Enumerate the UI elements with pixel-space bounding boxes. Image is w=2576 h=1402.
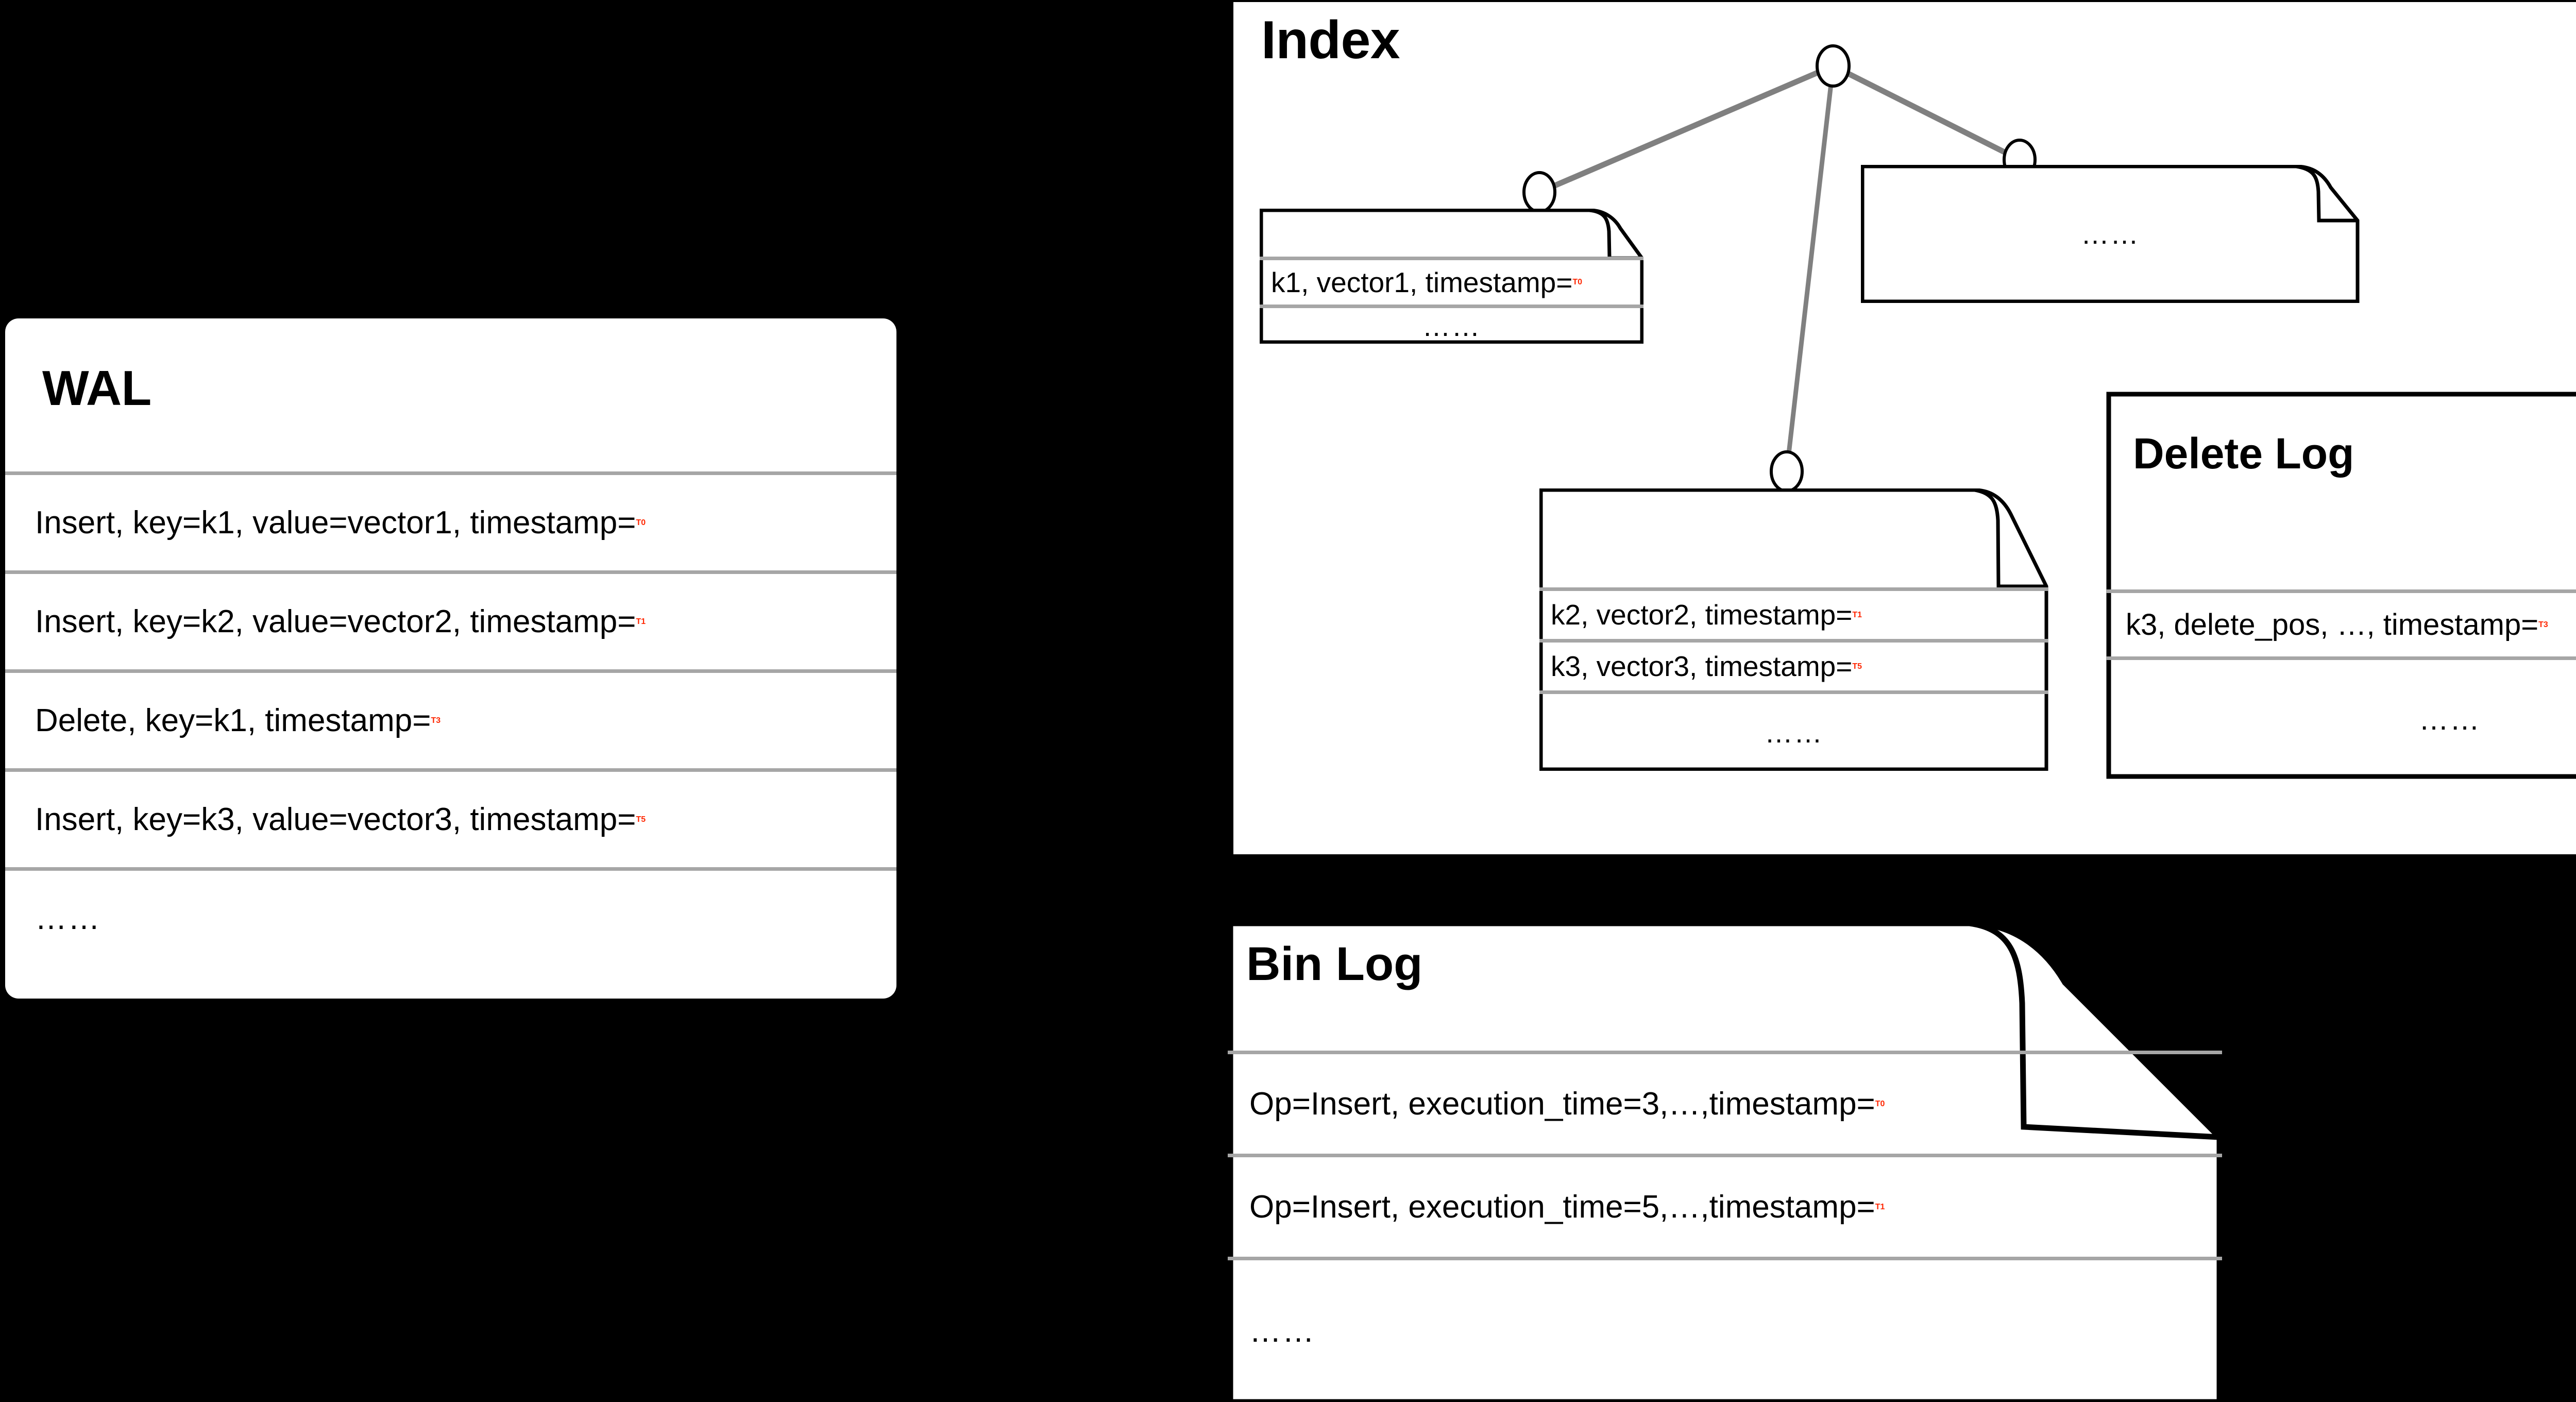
tree-edge-root-left: [1538, 63, 1835, 195]
leaf-k2-row-text: k2, vector2, timestamp=: [1551, 599, 1853, 631]
folded-page-icon: [1861, 165, 2360, 303]
wal-row-list: Insert, key=k1, value=vector1, timestamp…: [5, 471, 896, 966]
tree-node-left: [1522, 171, 1556, 213]
leaf-k1-row-text: k1, vector1, timestamp=: [1271, 266, 1573, 298]
wal-row-text: Insert, key=k1, value=vector1, timestamp…: [35, 504, 636, 540]
leaf-k1-row-timestamp: T0: [1572, 278, 1583, 286]
bin-log-row-timestamp: T1: [1875, 1202, 1885, 1211]
wal-row-timestamp: T1: [636, 617, 646, 626]
leaf-k3-row-timestamp: T5: [1852, 662, 1862, 671]
leaf-k1-row-ellipsis: ……: [1260, 305, 1643, 344]
folded-page-icon: [2106, 392, 2576, 779]
delete-log-row-text: k3, delete_pos, …, timestamp=: [2126, 607, 2539, 641]
bin-log-title: Bin Log: [1246, 938, 1423, 990]
wal-row-text: Insert, key=k3, value=vector3, timestamp…: [35, 801, 636, 837]
delete-log-title: Delete Log: [2133, 429, 2354, 478]
leaf-k2k3-ellipsis-text: ……: [1765, 716, 1823, 749]
bin-log-card: Bin Log Op=Insert, execution_time=3,…,ti…: [1228, 921, 2222, 1402]
bin-log-row: Op=Insert, execution_time=5,…,timestamp=…: [1228, 1154, 2222, 1257]
wal-row-text: Delete, key=k1, timestamp=: [35, 702, 431, 738]
index-leaf-k2k3-card: k2, vector2, timestamp=T1 k3, vector3, t…: [1539, 488, 2048, 771]
wal-row: Insert, key=k1, value=vector1, timestamp…: [5, 471, 896, 570]
placeholder-ellipsis-text: ……: [2081, 218, 2140, 250]
leaf-k1-row: k1, vector1, timestamp=T0: [1260, 257, 1643, 305]
wal-row: Insert, key=k3, value=vector3, timestamp…: [5, 768, 896, 867]
wal-row-timestamp: T5: [636, 815, 646, 824]
wal-row: Delete, key=k1, timestamp=T3: [5, 669, 896, 768]
bin-log-row-text: Op=Insert, execution_time=5,…,timestamp=: [1249, 1189, 1875, 1225]
leaf-k3-row-text: k3, vector3, timestamp=: [1551, 650, 1853, 682]
leaf-k3-row: k3, vector3, timestamp=T5: [1539, 639, 2048, 690]
tree-edge-root-middle: [1784, 65, 1836, 472]
folded-page-icon: [1228, 921, 2222, 1402]
index-leaf-k1-card: k1, vector1, timestamp=T0 ……: [1260, 209, 1643, 344]
leaf-k2-row-timestamp: T1: [1852, 610, 1862, 619]
bin-log-row-ellipsis: ……: [1228, 1257, 2222, 1402]
wal-row-timestamp: T0: [636, 518, 646, 527]
delete-log-ellipsis-text: ……: [2419, 703, 2481, 736]
bin-log-row-timestamp: T0: [1875, 1099, 1885, 1108]
leaf-k2k3-row-ellipsis: ……: [1539, 690, 2048, 771]
wal-panel: WAL Insert, key=k1, value=vector1, times…: [5, 318, 896, 999]
wal-row-text: Insert, key=k2, value=vector2, timestamp…: [35, 603, 636, 639]
delete-log-row-ellipsis: ……: [2106, 656, 2576, 779]
bin-log-ellipsis-text: ……: [1249, 1313, 1315, 1349]
leaf-k1-ellipsis-text: ……: [1422, 310, 1481, 342]
wal-row-timestamp: T3: [431, 716, 441, 725]
wal-title: WAL: [42, 361, 151, 416]
wal-ellipsis-text: ……: [35, 901, 101, 936]
tree-node-middle: [1770, 450, 1804, 493]
wal-row: Insert, key=k2, value=vector2, timestamp…: [5, 570, 896, 669]
bin-log-row-text: Op=Insert, execution_time=3,…,timestamp=: [1249, 1086, 1875, 1122]
leaf-k2-row: k2, vector2, timestamp=T1: [1539, 587, 2048, 639]
delete-log-row-timestamp: T3: [2538, 620, 2548, 629]
index-title: Index: [1261, 10, 1400, 70]
bin-log-row: Op=Insert, execution_time=3,…,timestamp=…: [1228, 1051, 2222, 1154]
folded-page-icon: [1260, 209, 1643, 344]
delete-log-row: k3, delete_pos, …, timestamp=T3: [2106, 589, 2576, 656]
index-leaf-placeholder-card: ……: [1861, 165, 2360, 303]
wal-row-ellipsis: ……: [5, 867, 896, 966]
folded-page-icon: [1539, 488, 2048, 771]
tree-node-root: [1816, 44, 1851, 88]
delete-log-card: Delete Log k3, delete_pos, …, timestamp=…: [2106, 392, 2576, 779]
tree-edge-root-right: [1832, 63, 2021, 162]
